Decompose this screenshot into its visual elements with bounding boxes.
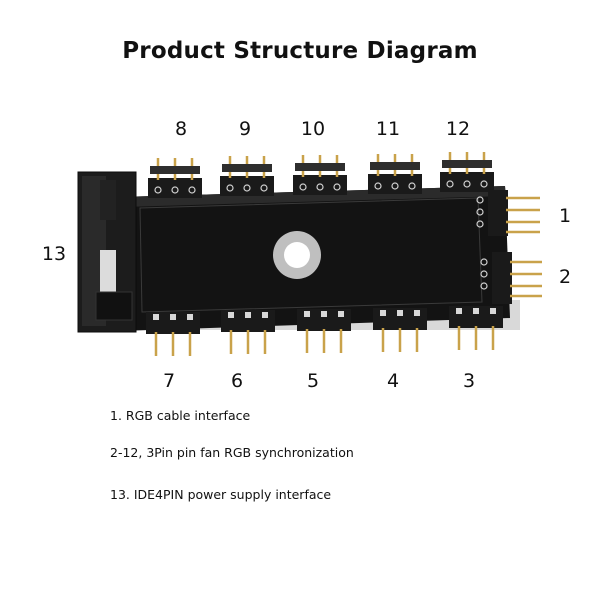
callout-13: 13 xyxy=(41,243,67,265)
header-11 xyxy=(368,174,422,194)
bottom-headers xyxy=(146,306,503,334)
legend-item-3: 13. IDE4PIN power supply interface xyxy=(110,487,332,502)
callout-12: 12 xyxy=(445,118,471,140)
header-12 xyxy=(440,172,494,192)
header-10 xyxy=(293,175,347,195)
top-pin-strips xyxy=(150,160,492,174)
right-pads xyxy=(476,196,488,290)
pcb-silk-frame xyxy=(139,197,483,313)
header-8 xyxy=(148,178,202,198)
header-6 xyxy=(221,310,275,332)
header-7 xyxy=(146,312,200,334)
mount-hole xyxy=(284,242,310,268)
right-header-2 xyxy=(492,252,542,304)
callout-4: 4 xyxy=(386,370,400,392)
callout-2: 2 xyxy=(558,266,572,288)
callout-7: 7 xyxy=(162,370,176,392)
callout-3: 3 xyxy=(462,370,476,392)
callout-5: 5 xyxy=(306,370,320,392)
callout-1: 1 xyxy=(558,205,572,227)
top-pads xyxy=(154,180,488,194)
top-headers xyxy=(148,172,494,198)
right-header-1 xyxy=(488,190,540,236)
callout-10: 10 xyxy=(300,118,326,140)
legend-item-1: 1. RGB cable interface xyxy=(110,408,251,423)
callout-9: 9 xyxy=(238,118,252,140)
callout-8: 8 xyxy=(174,118,188,140)
ide-connector-latch xyxy=(100,180,116,220)
ide-connector-foot xyxy=(95,291,133,321)
bottom-pin-tops xyxy=(153,308,496,320)
header-9 xyxy=(220,176,274,196)
header-3 xyxy=(449,306,503,328)
callout-11: 11 xyxy=(375,118,401,140)
callout-6: 6 xyxy=(230,370,244,392)
legend-item-2: 2-12, 3Pin pin fan RGB synchronization xyxy=(110,445,354,460)
diagram-title: Product Structure Diagram xyxy=(122,38,478,64)
header-4 xyxy=(373,308,427,330)
header-5 xyxy=(297,309,351,331)
bottom-pins xyxy=(154,326,495,356)
